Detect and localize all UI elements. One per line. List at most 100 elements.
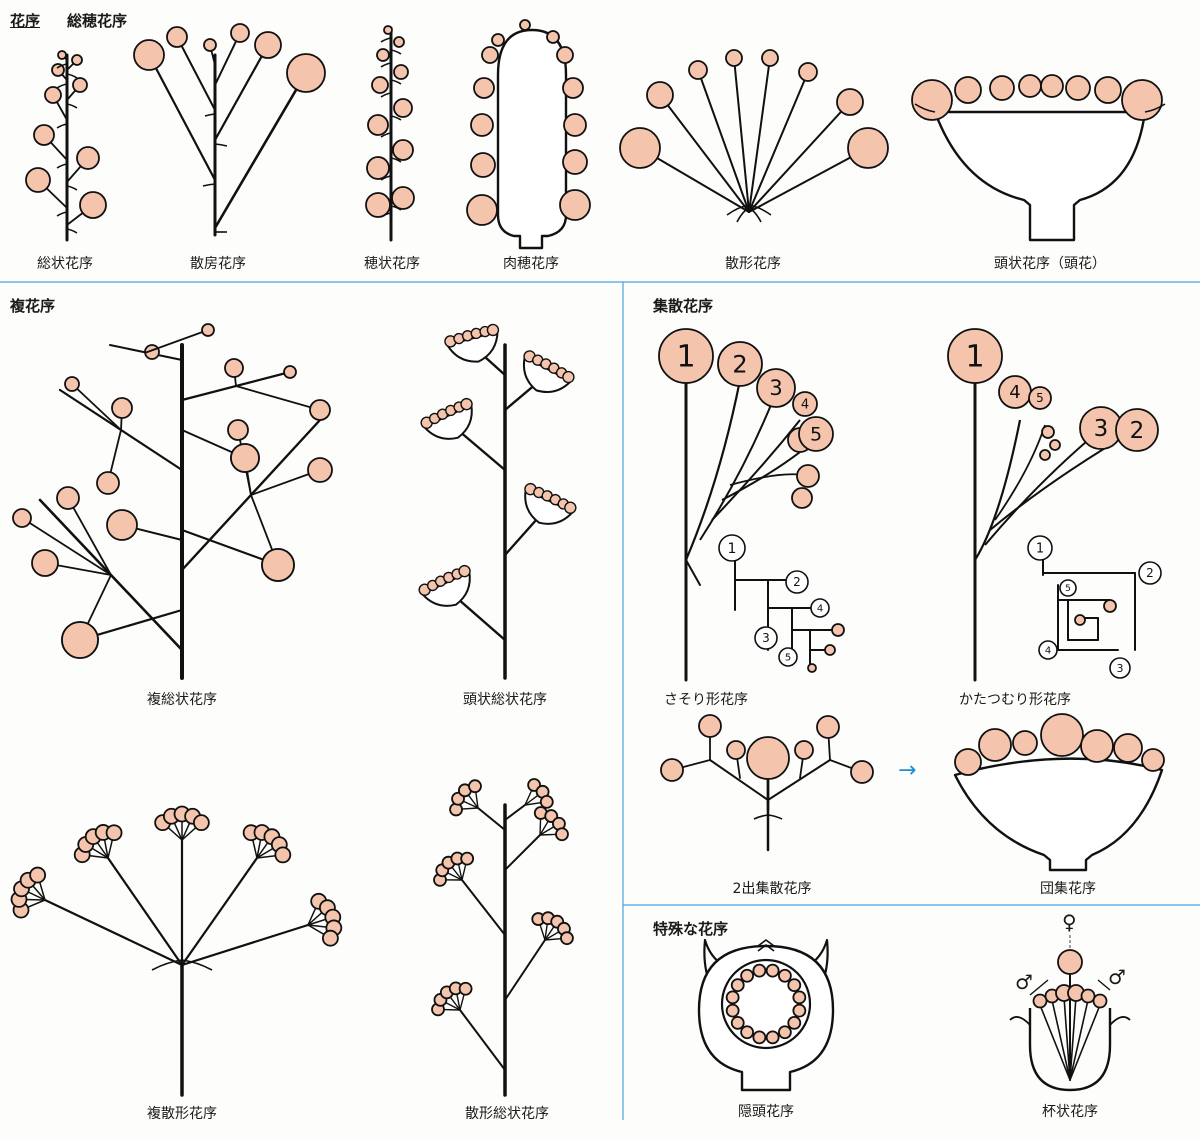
flower-circle bbox=[741, 1026, 753, 1038]
scorpioid-branch bbox=[712, 420, 800, 520]
flower-circle bbox=[107, 510, 137, 540]
order-number: 2 bbox=[732, 350, 747, 378]
flower-circle bbox=[467, 195, 497, 225]
header-cymose: 集散花序 bbox=[653, 295, 713, 316]
flower-circle bbox=[779, 970, 791, 982]
flower-circle bbox=[228, 420, 248, 440]
order-ring-number: 5 bbox=[785, 652, 791, 663]
flower-circle bbox=[367, 157, 389, 179]
flower-circle bbox=[492, 34, 504, 46]
flower-circle bbox=[560, 190, 590, 220]
order-number: 1 bbox=[965, 339, 984, 374]
flower-circle bbox=[57, 487, 79, 509]
scorpioid-base bbox=[686, 560, 700, 585]
flower-circle bbox=[1041, 714, 1083, 756]
umbellet-stalk bbox=[505, 940, 545, 1000]
flower-circle bbox=[62, 622, 98, 658]
flower-circle bbox=[699, 715, 721, 737]
flower-circle bbox=[541, 796, 553, 808]
flower-circle bbox=[204, 39, 216, 51]
flower-circle bbox=[1082, 990, 1095, 1003]
bract-path bbox=[203, 184, 215, 186]
label-spadix: 肉穂花序 bbox=[503, 253, 559, 273]
order-ring-number: 3 bbox=[762, 631, 770, 645]
bract-path bbox=[182, 960, 212, 970]
flower-circle bbox=[795, 741, 813, 759]
flower-circle bbox=[1075, 615, 1085, 625]
flower-circle bbox=[767, 1031, 779, 1043]
flower-circle bbox=[1019, 75, 1041, 97]
compound-umbel-ray bbox=[108, 858, 182, 965]
order-ring-number: 2 bbox=[1146, 566, 1154, 580]
label-panicle: 複総状花序 bbox=[147, 689, 217, 709]
flower-circle bbox=[474, 78, 494, 98]
flower-circle bbox=[990, 76, 1014, 100]
flower-circle bbox=[231, 24, 249, 42]
flower-circle bbox=[727, 991, 739, 1003]
flower-circle bbox=[620, 128, 660, 168]
flower-circle bbox=[1094, 995, 1107, 1008]
flower-circle bbox=[377, 49, 389, 61]
flower-circle bbox=[851, 761, 873, 783]
pedicel-line bbox=[149, 55, 215, 180]
flower-circle bbox=[979, 729, 1011, 761]
flower-circle bbox=[799, 63, 817, 81]
order-ring-number: 1 bbox=[1036, 542, 1044, 557]
order-number: 1 bbox=[676, 339, 695, 374]
flower-circle bbox=[741, 970, 753, 982]
flower-circle bbox=[1034, 995, 1047, 1008]
flower-circle bbox=[788, 979, 800, 991]
order-number: 5 bbox=[810, 423, 822, 445]
flower-circle bbox=[167, 27, 187, 47]
pedicel-line bbox=[146, 330, 208, 353]
umbel-ray bbox=[749, 102, 850, 212]
scorpioid-branch bbox=[686, 380, 740, 560]
header-simple: 総穂花序 bbox=[67, 10, 127, 31]
flower-circle bbox=[1081, 730, 1113, 762]
flower-circle bbox=[1114, 734, 1142, 762]
glomerule-body bbox=[955, 759, 1162, 870]
flower-circle bbox=[393, 140, 413, 160]
label-umbel-raceme: 散形総状花序 bbox=[465, 1103, 549, 1123]
flower-circle bbox=[58, 51, 66, 59]
syconium-cavity bbox=[722, 960, 810, 1048]
order-ring-number: 5 bbox=[1065, 584, 1071, 594]
flower-circle bbox=[368, 115, 388, 135]
flower-circle bbox=[557, 47, 573, 63]
flower-circle bbox=[372, 77, 388, 93]
flower-circle bbox=[1042, 426, 1054, 438]
flower-circle bbox=[753, 1031, 765, 1043]
capitulum-head-1 bbox=[417, 563, 481, 616]
flower-circle bbox=[1041, 75, 1063, 97]
order-ring-number: 3 bbox=[1117, 662, 1124, 675]
umbellet-stalk bbox=[462, 880, 505, 935]
order-ring-number: 4 bbox=[817, 603, 823, 614]
pedicel-line bbox=[236, 372, 290, 386]
label-spike: 穂状花序 bbox=[364, 253, 420, 273]
flower-circle bbox=[563, 150, 587, 174]
flower-circle bbox=[955, 77, 981, 103]
label-capitulum-raceme: 頭状総状花序 bbox=[463, 689, 547, 709]
flower-circle bbox=[556, 828, 568, 840]
bract-path bbox=[754, 815, 768, 819]
flower-circle bbox=[1142, 749, 1164, 771]
order-number: 4 bbox=[1009, 382, 1020, 403]
flower-circle bbox=[394, 99, 412, 117]
flower-circle bbox=[788, 1017, 800, 1029]
capitulum-head-2 bbox=[514, 481, 578, 534]
label-scorpioid: さそり形花序 bbox=[664, 689, 748, 709]
order-number: 5 bbox=[1036, 391, 1044, 405]
header-compound: 複花序 bbox=[10, 295, 55, 316]
flower-circle bbox=[732, 1017, 744, 1029]
flower-circle bbox=[284, 366, 296, 378]
flower-circle bbox=[832, 624, 844, 636]
spadix-body bbox=[498, 30, 566, 248]
flower-circle bbox=[73, 78, 87, 92]
flower-circle bbox=[384, 26, 392, 34]
flower-circle bbox=[394, 65, 408, 79]
flower-circle bbox=[1040, 450, 1050, 460]
flower-circle bbox=[564, 114, 586, 136]
flower-circle bbox=[955, 749, 981, 775]
flower-circle bbox=[72, 55, 82, 65]
umbel-ray bbox=[660, 95, 749, 212]
